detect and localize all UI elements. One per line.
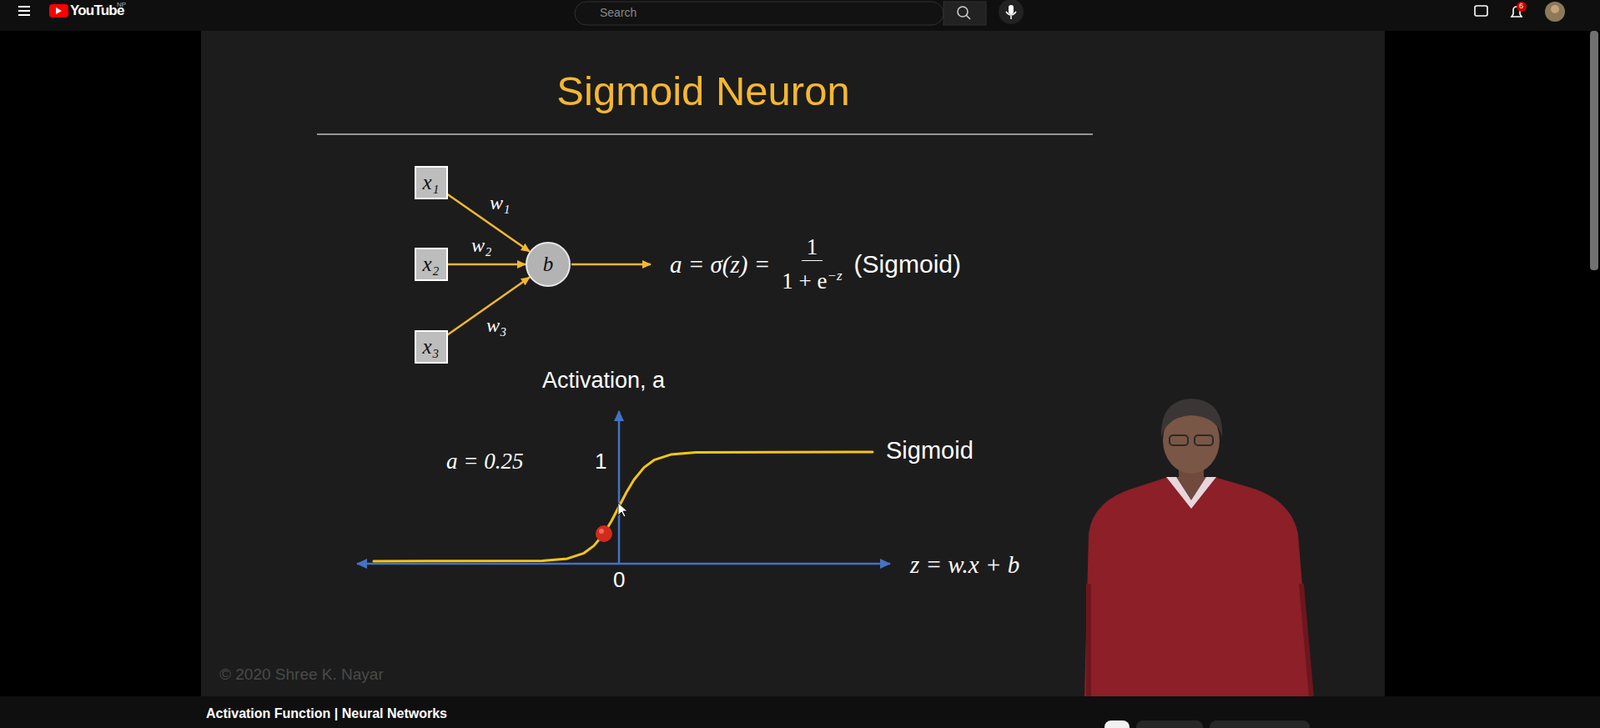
bottom-bar [0, 696, 1600, 728]
filter-chip [1136, 720, 1203, 728]
slide-panel [201, 30, 1385, 697]
country-code: NP [116, 0, 126, 9]
weight-label: w₁ [488, 191, 512, 215]
tick-label: 0 [613, 567, 625, 594]
denominator-base: 1 + e [781, 268, 827, 294]
equation: a = σ(z) = 1 1 + e−z (Sigmoid) [669, 239, 962, 290]
input-box: x₃ [414, 330, 448, 364]
fraction: 1 1 + e−z [781, 233, 842, 297]
z-axis [618, 563, 891, 566]
weight-connector [447, 263, 527, 267]
equation-lhs: a = σ(z) = [669, 251, 770, 279]
video-title: Activation Function | Neural Networks [206, 706, 448, 722]
filter-chip [1104, 720, 1130, 728]
logo-icon [49, 4, 69, 18]
slide-title: Sigmoid Neuron [0, 67, 1407, 115]
tick-label: 1 [594, 448, 607, 475]
avatar [1550, 5, 1560, 14]
title-rule [316, 133, 1093, 136]
axis-title: Activation, a [542, 367, 665, 394]
numerator: 1 [801, 233, 824, 262]
activation-value: a = 0.25 [446, 448, 524, 475]
node-text: x₂ [422, 252, 440, 277]
badge-count: 6 [1519, 1, 1524, 11]
search-button [943, 1, 987, 26]
weight-label: w₂ [469, 234, 494, 257]
search-icon [966, 15, 971, 20]
function-name: (Sigmoid) [854, 250, 962, 279]
top-bar [0, 0, 1600, 31]
z-axis [357, 563, 619, 566]
copyright: © 2020 Shree K. Nayar [219, 665, 384, 685]
scrollbar [1589, 30, 1599, 271]
menu-icon [18, 6, 31, 16]
mic-icon [1006, 11, 1017, 20]
logo-play [55, 7, 62, 15]
avatar [1544, 1, 1565, 22]
weight-label: w₃ [484, 314, 509, 338]
mic-button [998, 0, 1024, 25]
denominator: 1 + e−z [781, 261, 842, 297]
node-text: x₃ [422, 335, 440, 359]
filter-chip [1209, 720, 1310, 728]
node-text: x₁ [422, 171, 440, 195]
input-box: x₂ [414, 247, 448, 282]
operating-point [598, 528, 604, 534]
search-placeholder: Search [599, 5, 637, 20]
node-text: b [543, 252, 554, 277]
input-box: x₁ [414, 166, 448, 200]
bias-node: b [525, 241, 571, 287]
badge [1516, 1, 1527, 12]
a-axis [618, 411, 621, 564]
exponent: −z [827, 267, 843, 284]
operating-point [595, 525, 613, 543]
search-box [574, 1, 944, 26]
axis-label: z = w.x + b [910, 551, 1020, 579]
logo-text: YouTube [70, 2, 125, 20]
mouse-cursor [618, 503, 628, 518]
mic-icon [1008, 5, 1014, 15]
output-arrow [571, 263, 651, 267]
presenter [1084, 398, 1312, 697]
create-icon [1474, 5, 1488, 16]
curve-label: Sigmoid [885, 437, 974, 465]
